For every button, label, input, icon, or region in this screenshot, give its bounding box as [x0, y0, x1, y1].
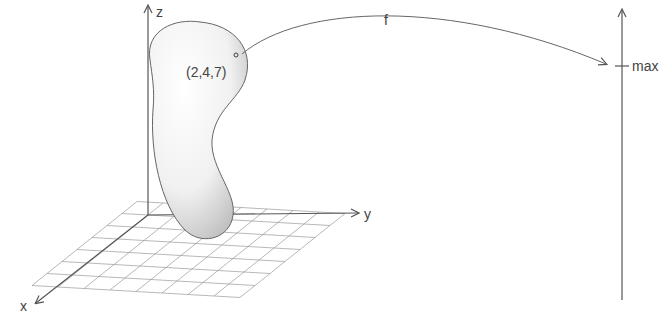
axis-label: x	[20, 298, 27, 314]
z-axis	[147, 6, 148, 215]
grid-line	[84, 205, 189, 289]
number-line	[621, 10, 622, 300]
axis-label: z	[156, 4, 163, 20]
function-arrow	[242, 16, 606, 64]
axis-label: y	[364, 206, 371, 222]
x-axis	[36, 215, 148, 303]
point-label: (2,4,7)	[186, 64, 226, 80]
function-label: f	[384, 12, 388, 28]
point	[234, 53, 238, 57]
grid-line	[32, 202, 137, 286]
grid-line	[240, 214, 345, 298]
value-label: max	[632, 58, 658, 74]
solid-region	[149, 21, 247, 238]
max-tick	[615, 65, 629, 66]
